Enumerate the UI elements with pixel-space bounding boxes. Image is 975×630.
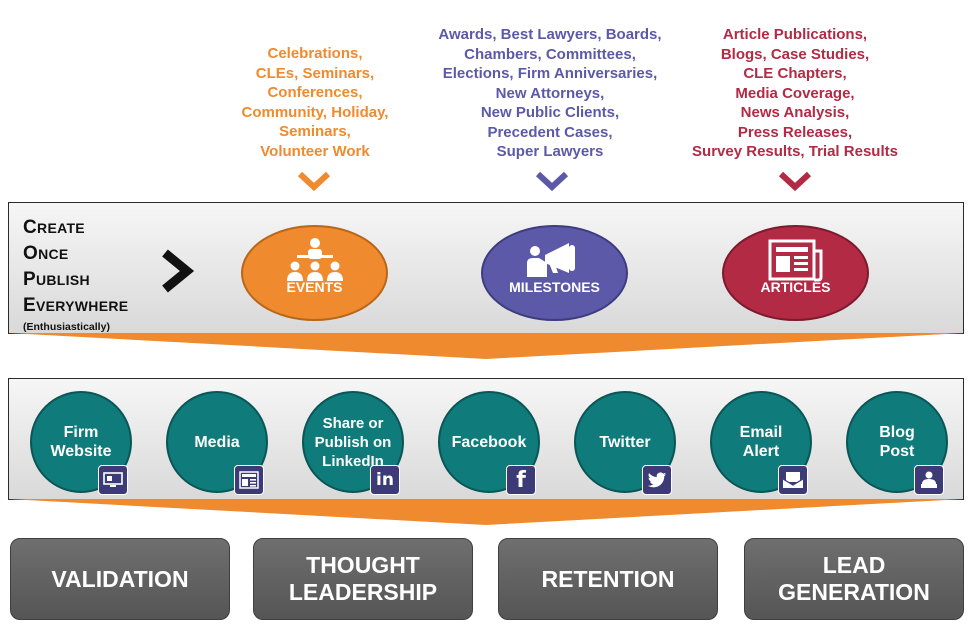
website-icon: [98, 465, 128, 495]
news-icon: [234, 465, 264, 495]
events-topic: CLEs, Seminars,: [255, 64, 375, 82]
channel-label: Twitter: [599, 433, 651, 451]
articles-topic: Survey Results, Trial Results: [692, 143, 898, 160]
events-topic: Community, Holiday,: [241, 103, 389, 121]
channel-linkedin: Share or Publish on LinkedIn: [302, 391, 404, 493]
articles-topic: Media Coverage,: [735, 84, 855, 102]
milestones-topic: Awards, Best Lawyers, Boards,: [438, 26, 662, 43]
events-topic: Volunteer Work: [260, 142, 370, 160]
channel-twitter: Twitter: [574, 391, 676, 493]
articles-topic: CLE Chapters,: [743, 65, 847, 82]
category-label: EVENTS: [286, 279, 343, 295]
milestones-topic: Precedent Cases,: [487, 123, 613, 141]
channel-label: Blog Post: [879, 424, 915, 460]
chevron-right-icon: [162, 249, 195, 293]
articles-topics-list: Article Publications, Blogs, Case Studie…: [670, 25, 920, 162]
category-label: MILESTONES: [509, 279, 600, 295]
milestones-topics-list: Awards, Best Lawyers, Boards, Chambers, …: [405, 25, 695, 162]
articles-topic: Article Publications,: [722, 26, 868, 43]
tagline-subtitle: (Enthusiastically): [23, 321, 110, 333]
channel-label: Facebook: [451, 433, 527, 451]
milestones-oval: MILESTONES: [481, 225, 628, 321]
channel-label: Share or Publish on LinkedIn: [314, 414, 392, 470]
audience-presenter-icon: [286, 238, 343, 281]
facebook-icon: f: [506, 465, 536, 495]
twitter-icon: [642, 465, 672, 495]
events-oval: EVENTS: [241, 225, 388, 321]
outcome-label: VALIDATION: [51, 565, 189, 592]
events-topics-list: Celebrations, CLEs, Seminars, Conference…: [205, 44, 425, 161]
email-icon: [778, 465, 808, 495]
tagline-word: ONCE: [23, 243, 69, 264]
articles-topic: Blogs, Case Studies,: [720, 45, 870, 63]
channel-label: Firm Website: [50, 424, 112, 460]
outcome-label: RETENTION: [541, 565, 675, 592]
content-type-band: CREATE ONCE PUBLISH EVERYWHERE (Enthusia…: [8, 202, 964, 334]
category-label: ARTICLES: [760, 279, 831, 295]
outcome-validation: VALIDATION: [10, 538, 230, 620]
linkedin-icon: in: [370, 465, 400, 495]
outcome-lead-generation: LEAD GENERATION: [744, 538, 964, 620]
funnel-connector: [8, 499, 964, 525]
events-topic: Celebrations,: [267, 45, 363, 62]
milestones-topic: New Public Clients,: [480, 104, 620, 121]
milestones-topic: Elections, Firm Anniversaries,: [442, 65, 658, 82]
tagline: CREATE ONCE PUBLISH EVERYWHERE (Enthusia…: [23, 215, 128, 333]
articles-topic: Press Releases,: [737, 123, 853, 141]
articles-chevron-down-icon: [778, 171, 812, 192]
milestones-chevron-down-icon: [535, 171, 569, 192]
events-topic: Seminars,: [279, 123, 351, 140]
tagline-word: CREATE: [23, 217, 85, 238]
articles-oval: ARTICLES: [722, 225, 869, 321]
outcome-label: LEAD GENERATION: [778, 552, 930, 605]
channel-label: Email Alert: [739, 424, 783, 460]
events-topic: Conferences,: [267, 84, 363, 101]
channel-label: Media: [194, 433, 240, 451]
milestones-topic: Super Lawyers: [496, 143, 604, 160]
outcome-label: THOUGHT LEADERSHIP: [288, 552, 438, 605]
articles-topic: News Analysis,: [740, 104, 850, 121]
events-chevron-down-icon: [297, 171, 331, 192]
megaphone-person-icon: [526, 243, 575, 277]
funnel-connector: [8, 333, 964, 359]
outcome-retention: RETENTION: [498, 538, 718, 620]
milestones-topic: New Attorneys,: [495, 84, 605, 102]
blogger-icon: [914, 465, 944, 495]
milestones-topic: Chambers, Committees,: [464, 45, 636, 63]
outcome-thought-leadership: THOUGHT LEADERSHIP: [253, 538, 473, 620]
newspaper-icon: [768, 239, 822, 282]
tagline-word: EVERYWHERE: [23, 295, 129, 316]
tagline-word: PUBLISH: [23, 269, 90, 290]
